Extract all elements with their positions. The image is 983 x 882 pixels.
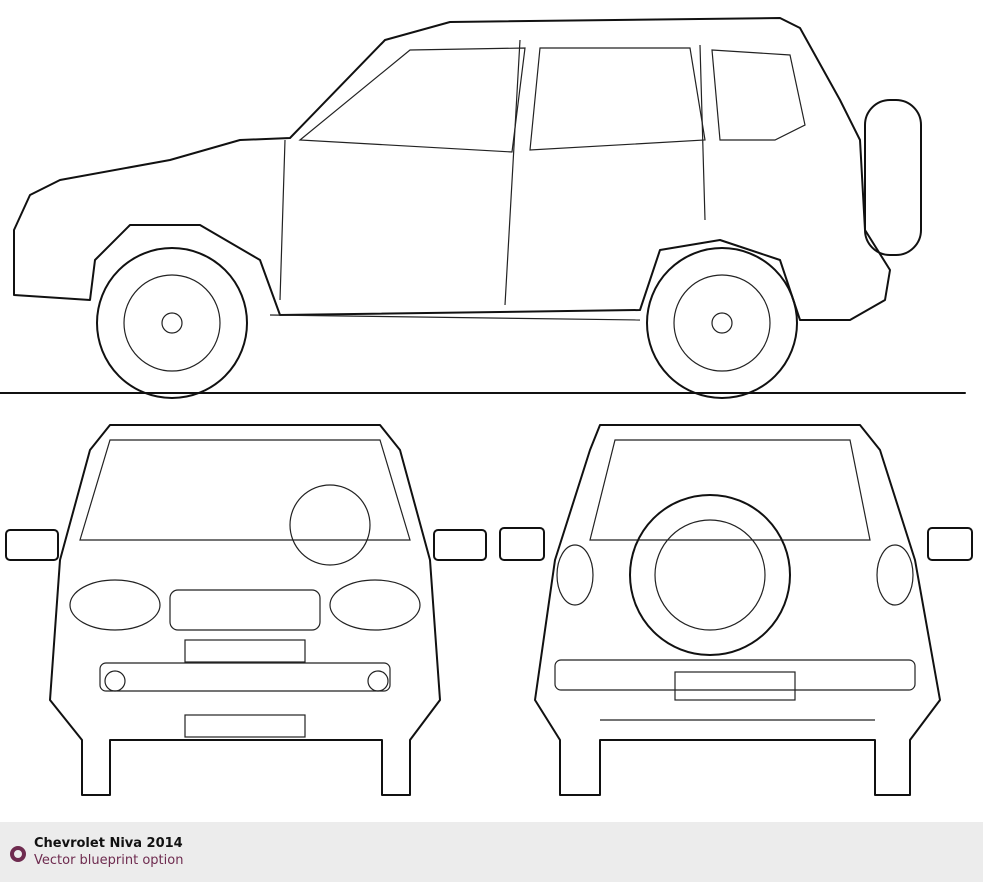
blueprint-title: Chevrolet Niva 2014 [34,836,183,851]
side-view [0,17,966,399]
front-view [5,424,487,796]
blueprint-subtitle: Vector blueprint option [34,853,184,868]
bullet-ring-icon [10,846,26,862]
rear-view [499,424,973,796]
caption-bar: Chevrolet Niva 2014 Vector blueprint opt… [0,822,983,882]
car-blueprint-drawing [0,17,973,796]
